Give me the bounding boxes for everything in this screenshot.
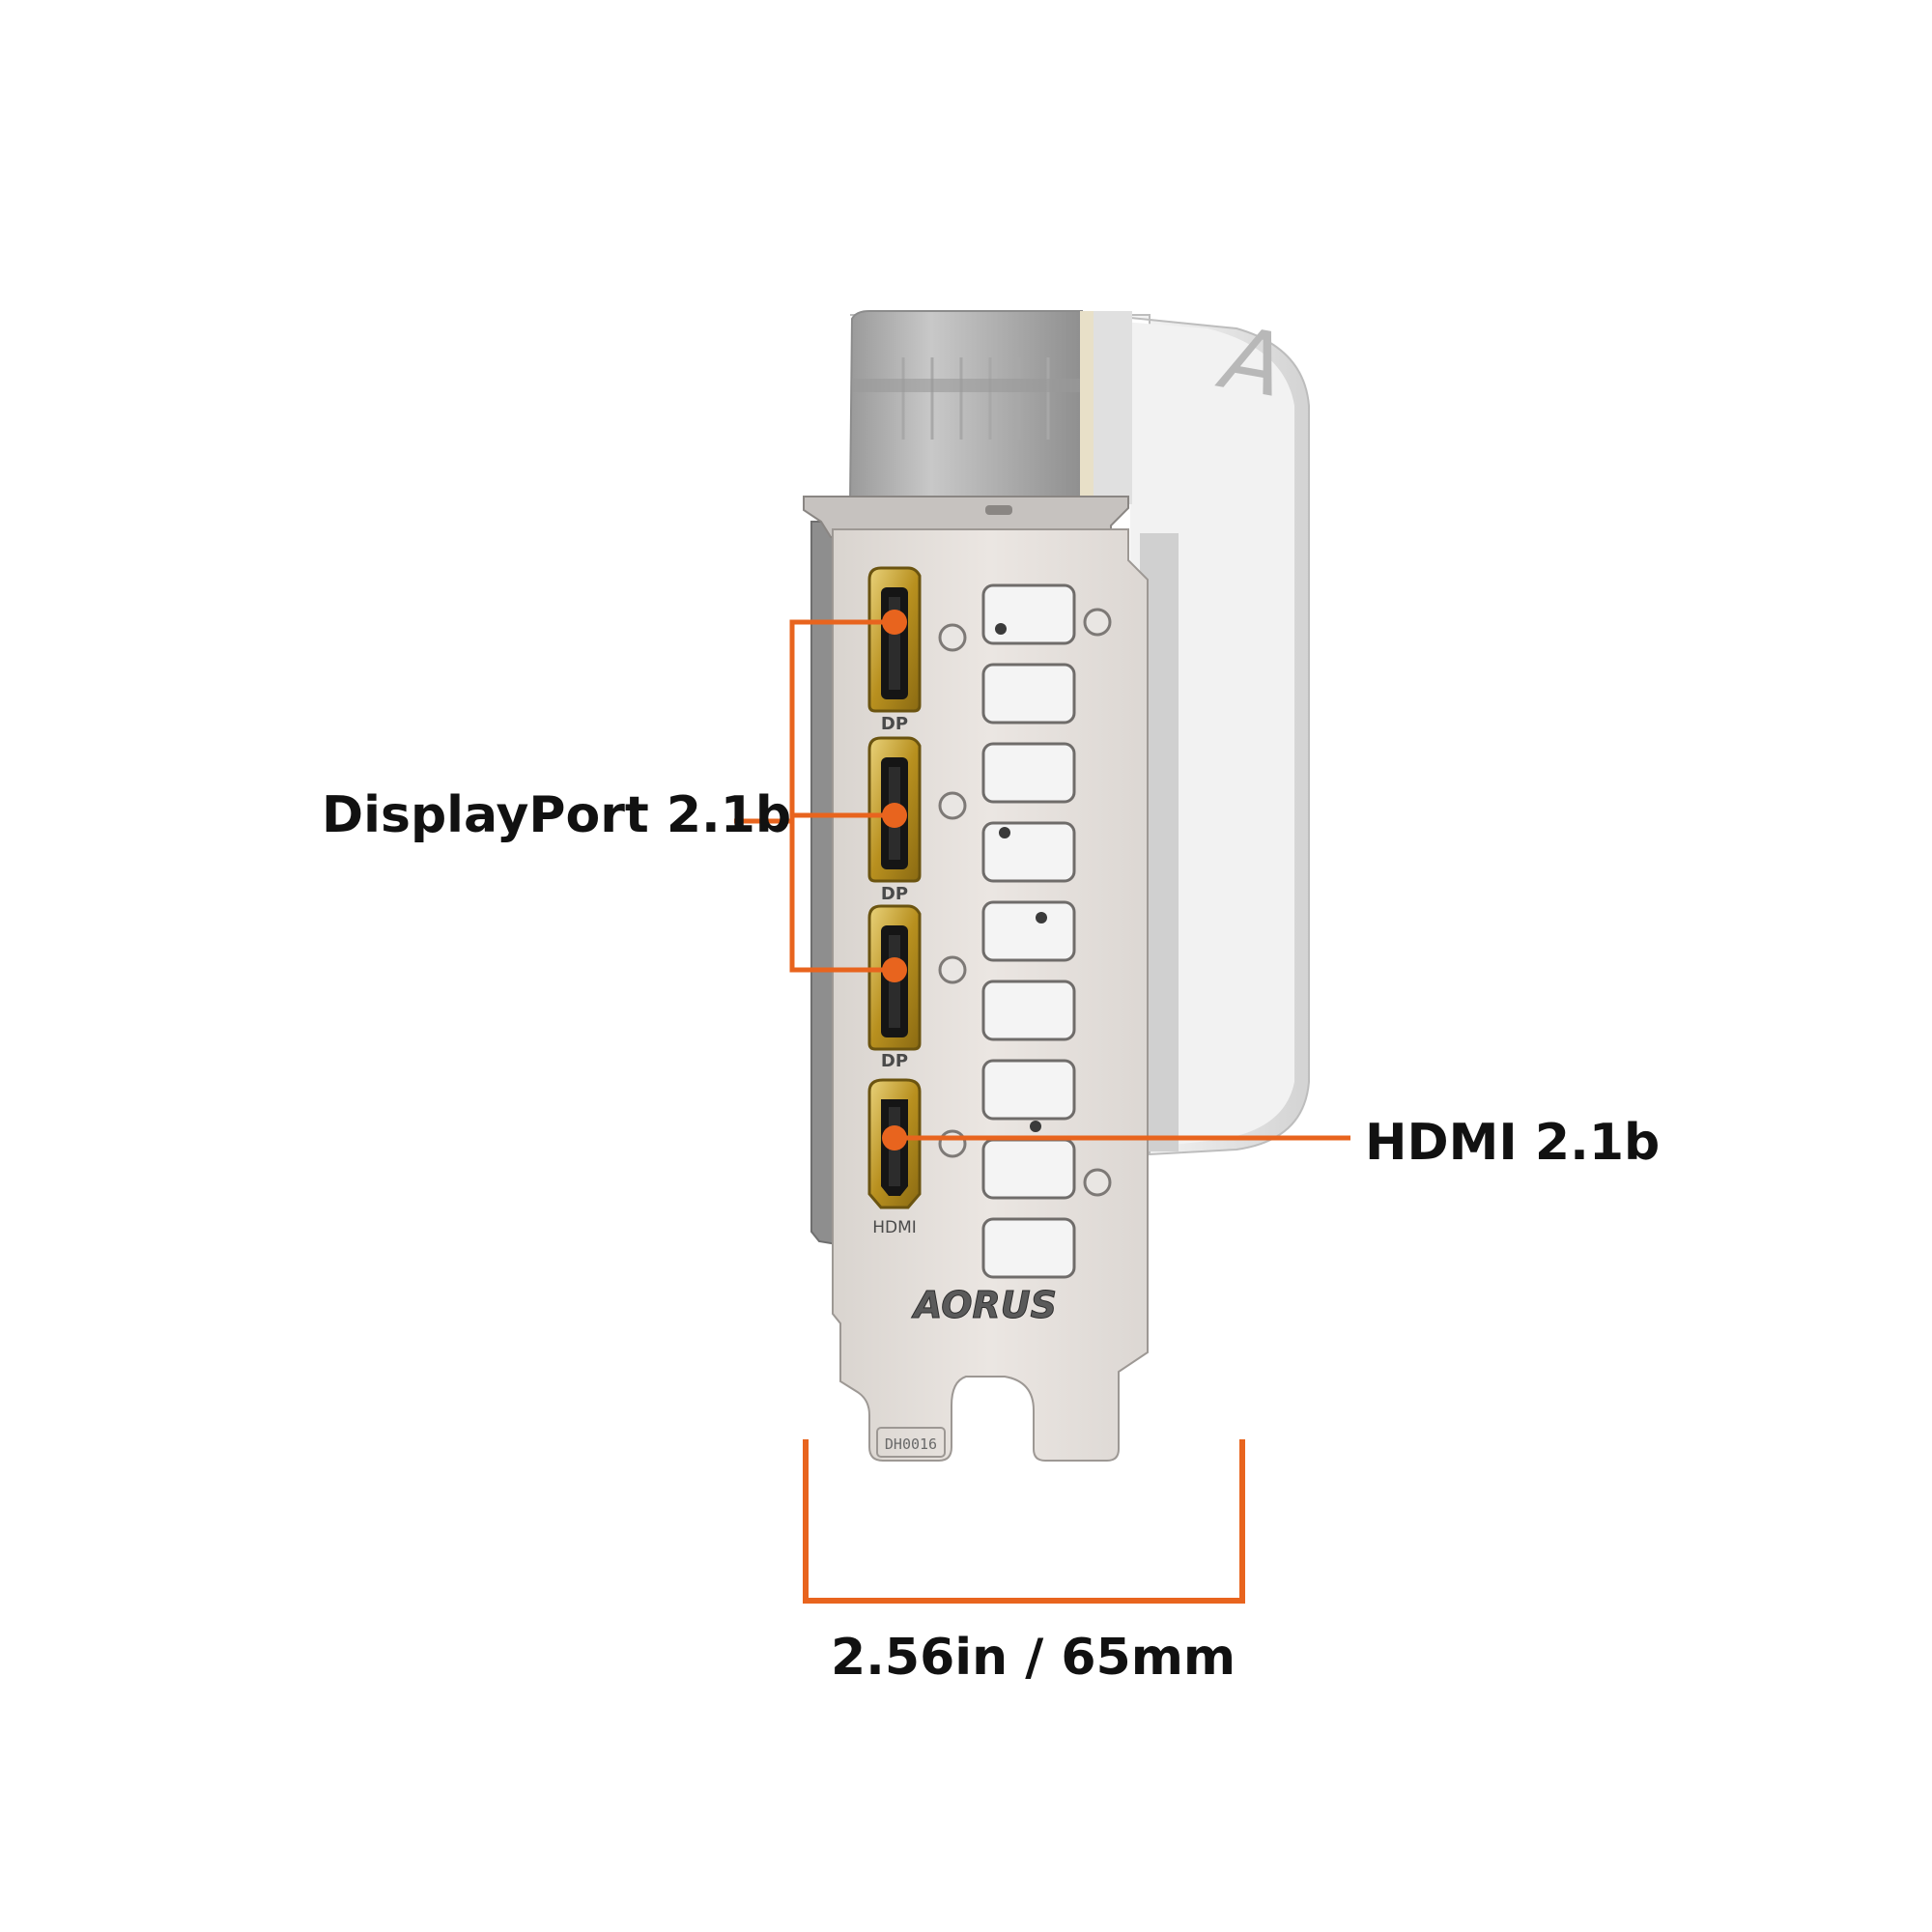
displayport-callout-dots [882,610,907,982]
part-number-label: DH0016 [885,1435,937,1453]
dp-port-label-1: DP [881,714,908,734]
displayport-connector-1 [867,566,922,713]
dp-port-label-2: DP [881,884,908,904]
width-dimension-label: 2.56in / 65mm [831,1629,1236,1687]
aorus-logo: AORUS [911,1284,1057,1326]
width-dimension-bracket [803,1439,1245,1604]
bracket-screws [938,608,1112,1197]
displayport-label: DisplayPort 2.1b [322,786,792,844]
displayport-callout-lines [734,619,895,973]
hdmi-port-label: HDMI [872,1218,917,1237]
dp-port-label-3: DP [881,1051,908,1071]
hdmi-label: HDMI 2.1b [1365,1114,1661,1172]
hdmi-callout-line [882,1125,1350,1151]
vent-slots [981,583,1076,1279]
cooler-shroud: A [848,306,1310,1156]
bracket-top-flange [803,496,1129,538]
